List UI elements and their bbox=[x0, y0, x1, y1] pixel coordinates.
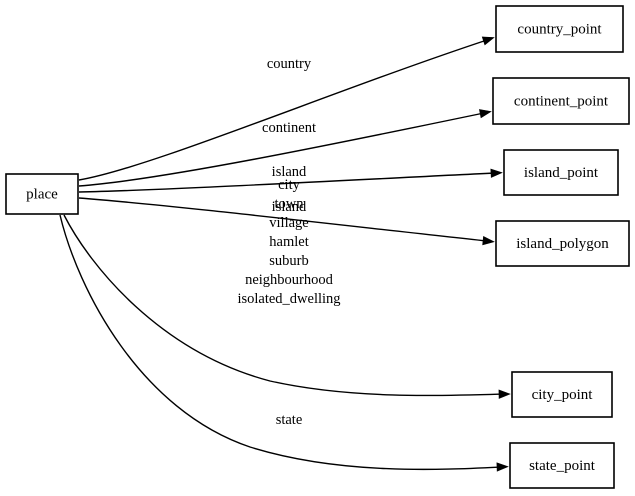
edge-place-to-continent_point[interactable] bbox=[78, 107, 492, 187]
edge-path-place-to-state_point bbox=[59, 214, 502, 471]
node-label-country_point: country_point bbox=[517, 21, 602, 37]
edge-label-group-place-to-island_polygon: island bbox=[272, 199, 307, 215]
node-state_point[interactable]: state_point bbox=[509, 442, 615, 489]
edge-place-to-state_point[interactable] bbox=[59, 214, 509, 472]
node-place[interactable]: place bbox=[5, 173, 79, 215]
edge-label-place-to-continent_point-0: continent bbox=[262, 120, 316, 136]
edge-label-place-to-country_point-0: country bbox=[267, 56, 312, 72]
edge-label-place-to-city_point-3: hamlet bbox=[269, 234, 308, 250]
edge-path-place-to-island_polygon bbox=[78, 197, 488, 242]
edge-label-group-place-to-city_point: city town village hamlet suburb neighbourhood… bbox=[237, 177, 340, 307]
edge-label-group-place-to-island_point: island bbox=[272, 164, 307, 180]
node-label-place: place bbox=[26, 186, 58, 202]
edge-place-to-island_point[interactable] bbox=[78, 168, 503, 193]
arrowhead-icon-place-to-city_point bbox=[498, 389, 511, 399]
node-country_point[interactable]: country_point bbox=[495, 5, 624, 53]
arrowhead-icon-place-to-island_polygon bbox=[482, 236, 495, 246]
edge-label-place-to-city_point-1: town bbox=[275, 196, 305, 212]
edge-labels-layer: countrycontinentislandislandcitytownvill… bbox=[237, 56, 340, 428]
arrowhead-icon-place-to-continent_point bbox=[479, 109, 492, 119]
node-island_point[interactable]: island_point bbox=[503, 149, 619, 196]
edge-label-group-place-to-state_point: state bbox=[276, 412, 303, 428]
arrowhead-icon-place-to-state_point bbox=[496, 462, 509, 472]
node-box-city_point bbox=[511, 371, 613, 418]
node-box-state_point bbox=[509, 442, 615, 489]
node-label-island_polygon: island_polygon bbox=[516, 236, 609, 252]
node-box-place bbox=[5, 173, 79, 215]
edge-label-place-to-city_point-2: village bbox=[269, 215, 308, 231]
edge-place-to-island_polygon[interactable] bbox=[78, 197, 495, 246]
edge-place-to-country_point[interactable] bbox=[78, 34, 495, 181]
edge-label-place-to-island_point-0: island bbox=[272, 164, 307, 180]
edge-label-group-place-to-continent_point: continent bbox=[262, 120, 316, 136]
nodes-layer: place country_point continent_point island_… bbox=[5, 5, 630, 489]
edge-label-place-to-city_point-5: neighbourhood bbox=[245, 272, 334, 288]
node-label-continent_point: continent_point bbox=[514, 93, 609, 109]
edge-path-place-to-island_point bbox=[78, 172, 496, 193]
node-box-island_point bbox=[503, 149, 619, 196]
node-city_point[interactable]: city_point bbox=[511, 371, 613, 418]
node-island_polygon[interactable]: island_polygon bbox=[495, 220, 630, 267]
node-label-state_point: state_point bbox=[529, 458, 596, 474]
node-box-island_polygon bbox=[495, 220, 630, 267]
edge-label-place-to-city_point-0: city bbox=[278, 177, 300, 193]
edge-label-group-place-to-country_point: country bbox=[267, 56, 312, 72]
edge-place-to-city_point[interactable] bbox=[63, 214, 511, 399]
arrowhead-icon-place-to-country_point bbox=[481, 36, 495, 46]
edge-path-place-to-continent_point bbox=[78, 112, 485, 187]
node-label-city_point: city_point bbox=[532, 387, 594, 403]
edge-path-place-to-country_point bbox=[78, 39, 488, 181]
edge-path-place-to-city_point bbox=[63, 214, 504, 397]
node-box-country_point bbox=[495, 5, 624, 53]
node-label-island_point: island_point bbox=[524, 165, 599, 181]
edge-label-place-to-city_point-4: suburb bbox=[269, 253, 308, 269]
edges-layer bbox=[59, 34, 511, 472]
edge-label-place-to-state_point-0: state bbox=[276, 412, 303, 428]
edge-label-place-to-city_point-6: isolated_dwelling bbox=[237, 291, 340, 307]
node-box-continent_point bbox=[492, 77, 630, 125]
node-continent_point[interactable]: continent_point bbox=[492, 77, 630, 125]
edge-label-place-to-island_polygon-0: island bbox=[272, 199, 307, 215]
arrowhead-icon-place-to-island_point bbox=[490, 168, 503, 178]
